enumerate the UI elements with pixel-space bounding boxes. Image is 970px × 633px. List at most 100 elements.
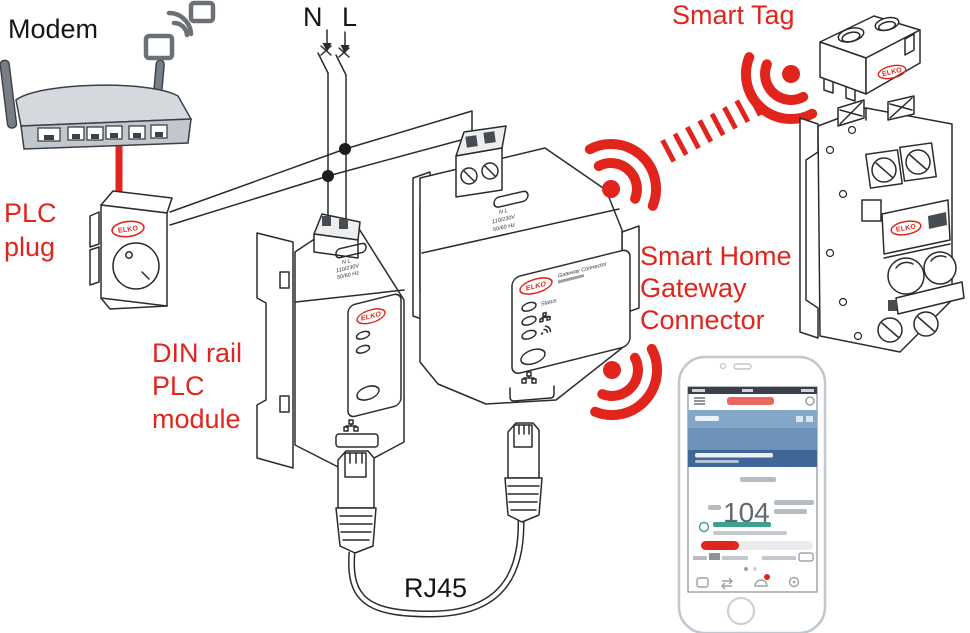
gateway-terminal-block <box>455 125 507 198</box>
wifi-led <box>521 329 537 340</box>
menu-icon[interactable] <box>694 397 705 405</box>
svg-text:50/60 Hz: 50/60 Hz <box>337 270 359 281</box>
din-profile <box>799 117 819 339</box>
svg-text:N L: N L <box>499 208 508 216</box>
label-gateway-3: Connector <box>640 305 765 335</box>
switch-knob <box>923 251 957 285</box>
label-din-module-2: PLC <box>152 371 205 401</box>
usage-progress-fill <box>701 541 739 550</box>
switch-stub <box>335 54 347 76</box>
model-code-text <box>558 274 584 284</box>
unit-text <box>708 505 721 510</box>
label-gateway-1: Smart Home <box>640 241 792 271</box>
label-rj45: RJ45 <box>404 573 467 603</box>
circuit-breaker: ELKO <box>799 95 965 353</box>
smart-tag: ELKO <box>819 15 921 102</box>
settings-icon[interactable] <box>805 396 815 406</box>
gateway-rating: N L 110/230V 50/60 Hz <box>492 190 529 233</box>
nav-alerts-icon[interactable] <box>754 579 768 587</box>
banner-card[interactable] <box>688 410 817 467</box>
gateway-connector: N L 110/230V 50/60 Hz ELKO Gateway Conne… <box>412 125 640 405</box>
cable-boot <box>335 507 377 554</box>
signal-beam <box>660 93 762 163</box>
rj45-connector-left <box>335 450 377 554</box>
section-title-text <box>740 477 776 482</box>
din-clip-hole <box>279 395 290 413</box>
led <box>355 330 371 340</box>
din-plate <box>256 232 294 469</box>
junction-dot <box>322 170 334 182</box>
mains-circuit <box>169 29 473 226</box>
switch-stub <box>317 52 329 74</box>
rj45-port <box>335 433 379 448</box>
led <box>355 344 371 354</box>
rivets <box>825 125 863 341</box>
wifi-signal-smart-tag <box>740 52 818 125</box>
home-button[interactable] <box>727 597 755 625</box>
label-live: L <box>342 2 357 32</box>
speaker <box>733 363 752 370</box>
rj45-port <box>509 385 555 402</box>
label-neutral: N <box>303 2 323 32</box>
nav-home-icon[interactable] <box>696 577 709 588</box>
label-din-module-3: module <box>152 404 241 434</box>
label-gateway-2: Gateway <box>640 273 747 303</box>
ethernet-icon <box>521 371 537 384</box>
page-dot[interactable] <box>744 567 748 571</box>
label-plc-plug-2: plug <box>4 232 55 262</box>
label-smart-tag: Smart Tag <box>672 0 795 30</box>
rj45-cable <box>335 422 543 618</box>
switch-knob <box>887 257 925 295</box>
info-link-text[interactable] <box>713 522 771 527</box>
pairing-button <box>520 348 546 366</box>
junction-dot <box>339 143 351 155</box>
plug-side-tab <box>89 211 100 248</box>
module-front-panel: ELKO <box>347 293 402 418</box>
svg-text:Status: Status <box>541 298 557 308</box>
router-ports <box>37 124 168 142</box>
elko-logo: ELKO <box>890 220 922 236</box>
elko-logo: ELKO <box>877 64 907 80</box>
ethernet-icon <box>343 419 359 432</box>
bottom-nav <box>696 574 800 590</box>
label-plc-plug-1: PLC <box>4 198 57 228</box>
svg-text:110/230V: 110/230V <box>336 263 359 274</box>
label-modem: Modem <box>8 14 98 44</box>
socket-outlet <box>112 242 160 290</box>
lan-icon <box>539 311 551 323</box>
nav-share-icon[interactable] <box>721 577 733 590</box>
router-top <box>15 84 193 127</box>
gateway-front-panel: ELKO Gateway Connector Status <box>511 249 631 375</box>
neutral-wire <box>317 29 332 220</box>
nav-settings-icon[interactable] <box>788 576 800 588</box>
wifi-icon-small <box>540 325 552 335</box>
breaker-x-mark <box>338 47 350 58</box>
page-dot[interactable] <box>753 567 757 571</box>
breaker-x-mark <box>320 45 332 56</box>
modem-router <box>0 59 193 150</box>
module-terminal-block <box>313 213 361 259</box>
svg-text:ELKO: ELKO <box>881 67 903 78</box>
wifi-signal-to-phone <box>590 343 663 421</box>
arrowhead <box>322 43 332 52</box>
status-led <box>521 301 537 312</box>
antenna-left <box>0 59 18 129</box>
wifi-signal-gateway-up <box>584 138 662 211</box>
svg-text:ELKO: ELKO <box>118 225 139 234</box>
elko-logo: ELKO <box>111 220 145 238</box>
svg-text:ELKO: ELKO <box>896 223 918 233</box>
window <box>861 199 882 222</box>
notification-badge <box>764 574 770 580</box>
plc-plug: ELKO <box>89 190 173 310</box>
module-rating: N L 110/230V 50/60 Hz <box>335 242 367 281</box>
label-din-module-1: DIN rail <box>152 338 242 368</box>
arrowhead <box>340 45 350 54</box>
din-rail-plc-module: N L 110/230V 50/60 Hz ELKO <box>256 213 405 473</box>
app-header <box>694 396 815 406</box>
pairing-button <box>356 385 380 401</box>
info-icon <box>698 521 710 533</box>
smartphone: 104 <box>677 355 827 633</box>
wireless-devices-icon <box>143 0 216 61</box>
svg-text:N L: N L <box>342 258 351 266</box>
